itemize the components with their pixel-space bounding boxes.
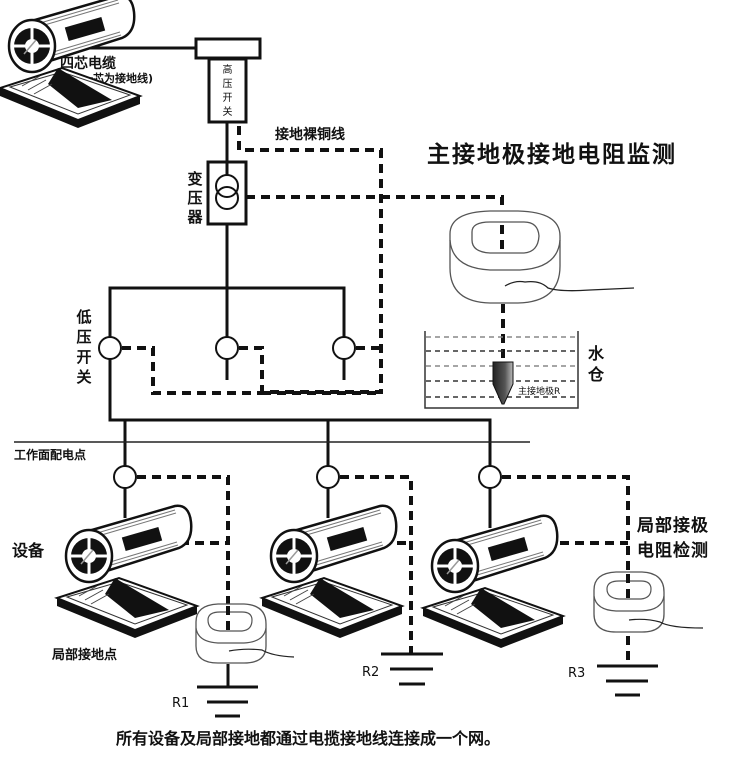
lv-switch-label-1: 低 <box>75 308 91 326</box>
equipment-switch-3 <box>478 465 502 489</box>
cable-terminal-box <box>194 37 262 60</box>
ground-symbol-icon-r1 <box>197 685 258 718</box>
sensor-3-lead-wire <box>628 618 704 629</box>
lv-switch-3 <box>332 336 356 380</box>
equipment-3-ground-dashed <box>502 475 630 664</box>
water-tank-outline <box>424 331 579 409</box>
ground-symbol-icon-r3 <box>597 664 658 697</box>
local-ground-point-label: 局部接地点 <box>52 647 117 663</box>
lv-switch-1 <box>98 336 122 360</box>
equipment-3 <box>421 514 565 650</box>
hv-switch-label-4: 关 <box>223 105 233 118</box>
lv-switch-label-4: 关 <box>76 368 91 386</box>
lv-switch-label-3: 开 <box>76 348 91 366</box>
equipment-1 <box>55 504 199 640</box>
r1-label: R1 <box>172 696 189 711</box>
sensor-1-lead-wire <box>228 648 295 658</box>
ground-copper-wire-dashed <box>237 126 383 394</box>
mining-machine-icon <box>0 0 143 128</box>
lv-switch-2-ground-dashed <box>239 346 264 393</box>
transformer-symbol-icon <box>215 162 239 210</box>
hv-switch-label-1: 高 <box>223 63 233 76</box>
ground-electrode-icon <box>492 361 514 405</box>
equipment-switch-2 <box>316 465 340 489</box>
equipment-1-ground-dashed <box>137 475 230 614</box>
transformer-label-3: 器 <box>186 208 203 226</box>
four-core-cable-label: 四芯电缆 <box>60 55 116 72</box>
work-face-feeder-bus <box>108 359 492 466</box>
hv-switch-label-3: 开 <box>223 93 233 104</box>
ground-symbol-icon-r2 <box>381 652 443 686</box>
equipment-switch-1 <box>113 465 137 489</box>
main-electrode-label: 主接地极R <box>518 385 560 397</box>
work-distribution-point-label: 工作面配电点 <box>14 447 86 462</box>
lv-switch-2 <box>215 336 239 380</box>
hv-switch-label-2: 压 <box>223 78 233 90</box>
toroid-current-sensor-icon <box>449 210 561 304</box>
transformer-label-1: 变 <box>187 170 202 188</box>
equipment-2 <box>260 504 404 640</box>
local-monitor-title-line-2: 电阻检测 <box>637 540 709 561</box>
r2-label: R2 <box>362 665 379 680</box>
toroid-current-sensor-icon <box>195 603 267 664</box>
transformer-ground-dashed <box>246 195 504 232</box>
main-monitor-title: 主接地极接地电阻监测 <box>427 142 677 168</box>
ground-copper-wire-label: 接地裸铜线 <box>275 126 345 143</box>
main-sensor-lead-wire <box>504 280 635 292</box>
r3-label: R3 <box>568 666 585 681</box>
water-tank-label-1: 水 <box>588 344 605 363</box>
footer-note: 所有设备及局部接地都通过电揽接地线连接成一个网。 <box>116 729 500 748</box>
equipment-2-ground-dashed <box>340 475 413 654</box>
local-monitor-title-line-1: 局部接极 <box>637 515 709 536</box>
transformer-label-2: 压 <box>187 189 202 207</box>
water-tank-label-2: 仓 <box>587 365 605 384</box>
lv-switch-1-ground-dashed <box>122 346 263 395</box>
equipment-label: 设备 <box>12 541 45 560</box>
lv-switch-label-2: 压 <box>76 328 91 346</box>
